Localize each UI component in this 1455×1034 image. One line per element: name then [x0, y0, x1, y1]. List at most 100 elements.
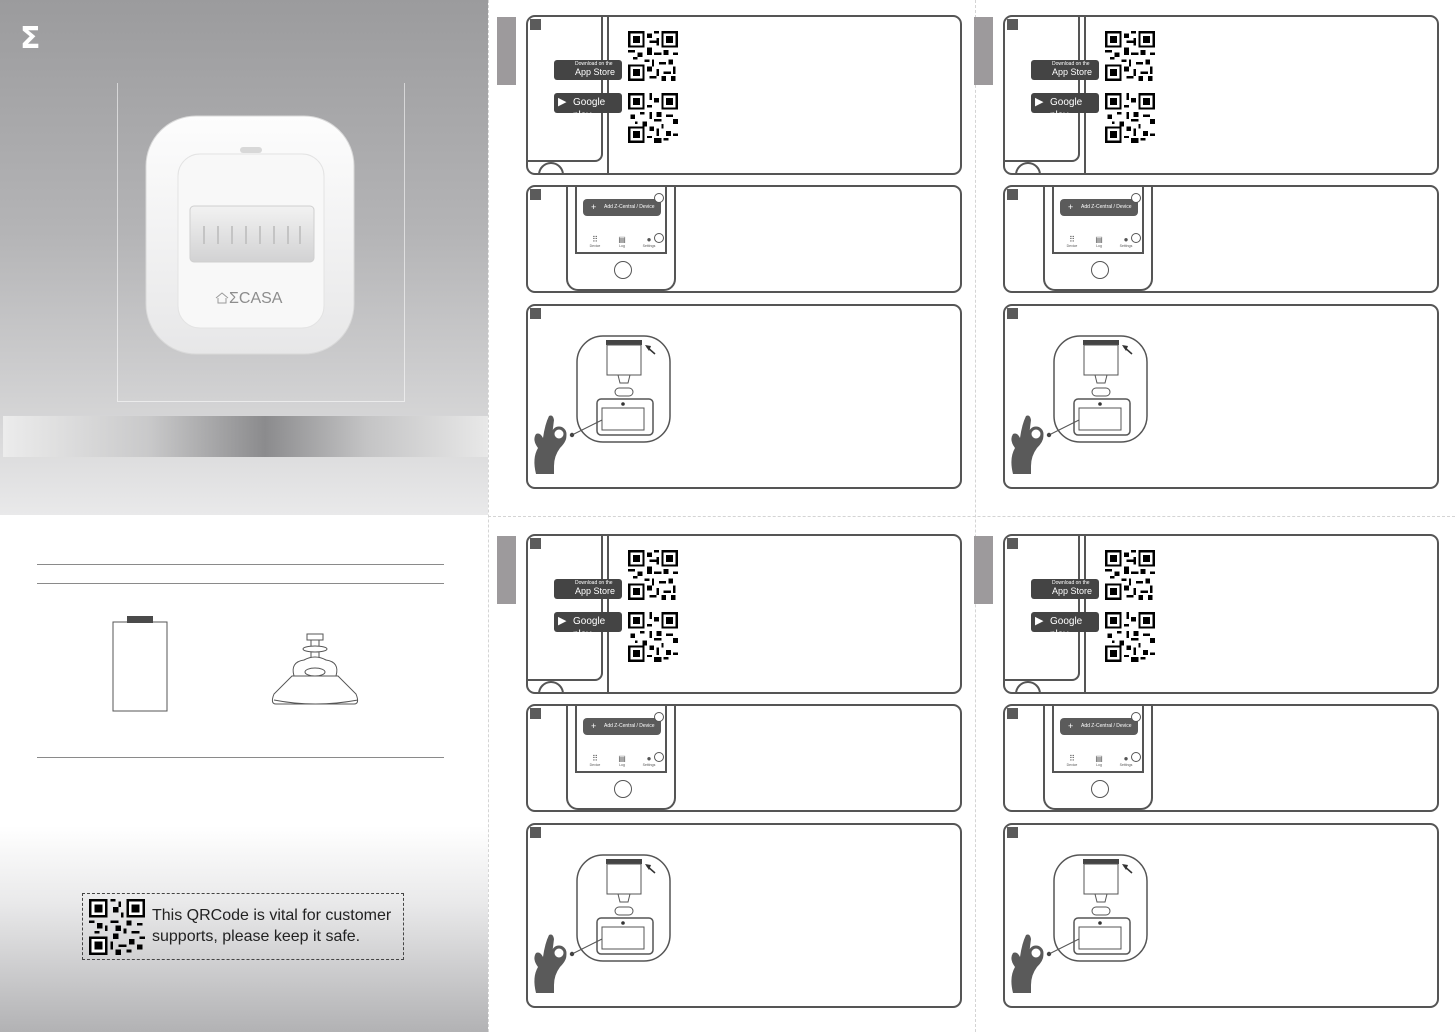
nav-settings[interactable]: ●Settings: [1116, 754, 1136, 767]
nav-log[interactable]: ▤Log: [612, 235, 632, 248]
step-add-device: + Add Z-Central / Device ⠿Device ▤Log ●S…: [526, 185, 962, 293]
nav-log-label: Log: [1096, 244, 1102, 248]
google-play-badge[interactable]: ▶ Google play: [1031, 93, 1099, 121]
phone-outline: + Add Z-Central / Device ⠿Device ▤Log ●S…: [566, 706, 676, 810]
qr-code: [89, 899, 145, 955]
phone-screen-bottom: [575, 771, 667, 773]
step-number-marker: [530, 19, 541, 30]
google-play-text: Google play: [1050, 616, 1083, 640]
callout-dot: [654, 193, 664, 203]
app-store-badge[interactable]: Download on the App Store: [1031, 579, 1099, 599]
battery-tab-diagram: [534, 335, 671, 474]
nav-device-label: Device: [1066, 244, 1078, 248]
app-store-small-text: Download on the: [1052, 61, 1090, 67]
qr-note-text: This QRCode is vital for customer suppor…: [152, 905, 402, 947]
phone-home-button: [1091, 780, 1109, 798]
phone-home-button: [1091, 261, 1109, 279]
nav-device-label: Device: [1066, 763, 1078, 767]
google-play-badge[interactable]: ▶ Google play: [554, 93, 622, 121]
phone-outline: [528, 17, 603, 162]
nav-settings-label: Settings: [1119, 244, 1133, 248]
play-icon: ▶: [558, 615, 567, 627]
grid-icon: ⠿: [1069, 235, 1075, 244]
step-download-app: Download on the App Store ▶ Google play: [1003, 534, 1439, 694]
add-device-button[interactable]: + Add Z-Central / Device: [583, 199, 661, 216]
google-play-qr-code: [628, 93, 678, 143]
google-play-text: Google play: [1050, 97, 1083, 121]
nav-settings[interactable]: ●Settings: [639, 235, 659, 248]
phone-outline: + Add Z-Central / Device ⠿Device ▤Log ●S…: [1043, 706, 1153, 810]
nav-log[interactable]: ▤Log: [1089, 754, 1109, 767]
title-band: [3, 416, 488, 457]
nav-log[interactable]: ▤Log: [1089, 235, 1109, 248]
section-tab: [974, 17, 993, 85]
step-pull-battery-tab: [1003, 823, 1439, 1008]
app-store-text: App Store: [575, 586, 616, 596]
nav-settings[interactable]: ●Settings: [1116, 235, 1136, 248]
mount-icon: [271, 633, 359, 705]
phone-home-button: [538, 681, 564, 692]
nav-device[interactable]: ⠿Device: [585, 754, 605, 767]
hand-icon: [1011, 934, 1044, 993]
battery-tab-diagram: [1011, 854, 1148, 993]
user-icon: ●: [646, 235, 652, 244]
nav-log[interactable]: ▤Log: [612, 754, 632, 767]
phone-screen-edge: [1142, 187, 1144, 252]
user-icon: ●: [1123, 235, 1129, 244]
fold-line-middle: [488, 516, 1455, 517]
google-play-text: Google play: [573, 616, 606, 640]
step-number-marker: [530, 708, 541, 719]
phone-screen-edge: [665, 706, 667, 771]
app-store-badge[interactable]: Download on the App Store: [1031, 60, 1099, 80]
step-number-marker: [1007, 19, 1018, 30]
add-device-button[interactable]: + Add Z-Central / Device: [1060, 199, 1138, 216]
callout-dot: [654, 233, 664, 243]
add-device-button[interactable]: + Add Z-Central / Device: [583, 718, 661, 735]
play-icon: ▶: [1035, 96, 1044, 108]
log-icon: ▤: [1095, 754, 1103, 763]
motion-sensor-image: ΣCASA: [145, 115, 355, 355]
instructions-panel-1: Download on the App Store ▶ Google play: [489, 0, 969, 515]
nav-device[interactable]: ⠿Device: [1062, 754, 1082, 767]
grid-icon: ⠿: [592, 754, 598, 763]
app-store-qr-code: [1105, 31, 1155, 81]
step-number-marker: [530, 827, 541, 838]
add-device-button[interactable]: + Add Z-Central / Device: [1060, 718, 1138, 735]
step-add-device: + Add Z-Central / Device ⠿Device ▤Log ●S…: [1003, 185, 1439, 293]
step-add-device: + Add Z-Central / Device ⠿Device ▤Log ●S…: [1003, 704, 1439, 812]
app-store-small-text: Download on the: [1052, 580, 1090, 586]
phone-outline: [528, 536, 603, 681]
add-device-label: Add Z-Central / Device: [604, 204, 655, 210]
nav-device[interactable]: ⠿Device: [1062, 235, 1082, 248]
battery-tab-diagram: [534, 854, 671, 993]
nav-device-label: Device: [589, 763, 601, 767]
add-device-label: Add Z-Central / Device: [1081, 723, 1132, 729]
nav-settings[interactable]: ●Settings: [639, 754, 659, 767]
google-play-qr-code: [1105, 612, 1155, 662]
phone-screen-edge: [1052, 187, 1054, 252]
battery-icon: [112, 616, 168, 712]
step-number-marker: [1007, 708, 1018, 719]
google-play-badge[interactable]: ▶ Google play: [554, 612, 622, 640]
device-brand-label: ΣCASA: [229, 290, 283, 307]
app-store-text: App Store: [1052, 586, 1093, 596]
phone-screen-edge: [575, 187, 577, 252]
grid-icon: ⠿: [1069, 754, 1075, 763]
battery-tab-diagram: [1011, 335, 1148, 474]
google-play-badge[interactable]: ▶ Google play: [1031, 612, 1099, 640]
phone-screen-bottom: [575, 252, 667, 254]
phone-screen-bottom: [1052, 771, 1144, 773]
step-number-marker: [530, 308, 541, 319]
phone-home-button: [1015, 162, 1041, 173]
step-download-app: Download on the App Store ▶ Google play: [1003, 15, 1439, 175]
callout-dot: [1131, 712, 1141, 722]
app-store-badge[interactable]: Download on the App Store: [554, 579, 622, 599]
step-number-marker: [1007, 538, 1018, 549]
app-store-badge[interactable]: Download on the App Store: [554, 60, 622, 80]
instructions-panel-4: Download on the App Store ▶ Google play: [966, 519, 1446, 1034]
phone-outline: + Add Z-Central / Device ⠿Device ▤Log ●S…: [566, 187, 676, 291]
phone-home-button: [614, 780, 632, 798]
nav-device[interactable]: ⠿Device: [585, 235, 605, 248]
grid-icon: ⠿: [592, 235, 598, 244]
log-icon: ▤: [1095, 235, 1103, 244]
